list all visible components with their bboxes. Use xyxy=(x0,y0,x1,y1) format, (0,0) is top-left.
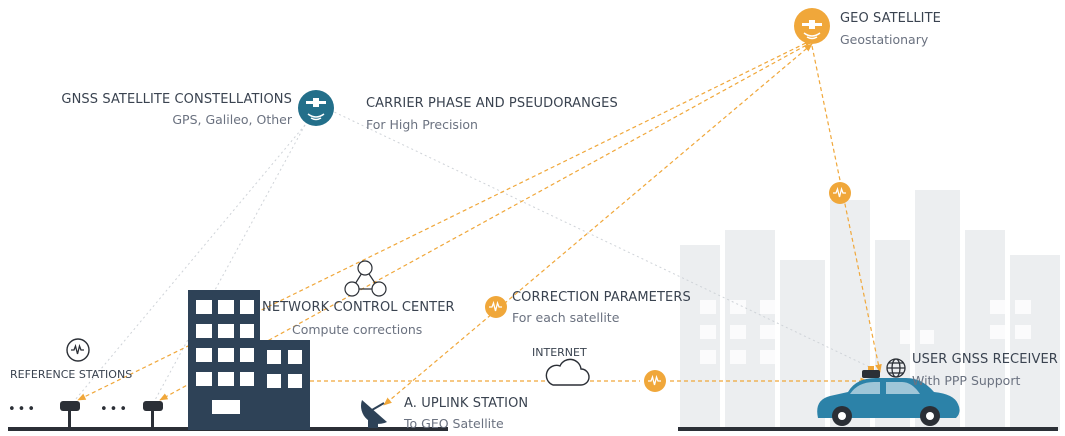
signal-badge-internet xyxy=(644,370,666,392)
geo-satellite-subtitle: Geostationary xyxy=(840,32,929,47)
user-car xyxy=(817,366,960,426)
reference-stations-label: REFERENCE STATIONS xyxy=(10,368,133,381)
carrier-phase-subtitle: For High Precision xyxy=(366,117,478,132)
gnss-constellations-title: GNSS SATELLITE CONSTELLATIONS xyxy=(61,92,292,107)
user-receiver-subtitle: With PPP Support xyxy=(912,373,1021,388)
ellipsis-middle: ••• xyxy=(100,402,130,417)
gnss-satellite-icon xyxy=(298,90,334,126)
internet-label: INTERNET xyxy=(532,346,587,359)
network-control-title: NETWORK CONTROL CENTER xyxy=(262,300,455,315)
ground-line-right xyxy=(678,427,1058,431)
reference-station-receiver xyxy=(143,401,163,427)
geo-satellite-icon xyxy=(794,8,830,44)
signal-badge-geo-user xyxy=(829,182,851,204)
ellipsis-left: ••• xyxy=(8,402,38,417)
uplink-dish-icon xyxy=(361,400,387,428)
signal-badge-correction xyxy=(485,296,507,318)
gnss-constellations-subtitle: GPS, Galileo, Other xyxy=(172,112,292,127)
correction-parameters-title: CORRECTION PARAMETERS xyxy=(512,290,691,305)
network-nodes-icon xyxy=(344,260,387,297)
network-control-building xyxy=(188,290,310,430)
correction-parameters-subtitle: For each satellite xyxy=(512,310,620,325)
cloud-icon xyxy=(545,358,590,386)
reference-station-receiver xyxy=(60,401,80,427)
network-control-subtitle: Compute corrections xyxy=(292,322,423,337)
geo-satellite-title: GEO SATELLITE xyxy=(840,11,941,26)
carrier-phase-title: CARRIER PHASE AND PSEUDORANGES xyxy=(366,96,618,111)
uplink-station-subtitle: To GEO Satellite xyxy=(404,416,504,431)
globe-icon xyxy=(886,358,906,378)
heartbeat-icon xyxy=(66,338,90,362)
user-receiver-title: USER GNSS RECEIVER xyxy=(912,352,1058,367)
uplink-station-title: A. UPLINK STATION xyxy=(404,396,529,411)
